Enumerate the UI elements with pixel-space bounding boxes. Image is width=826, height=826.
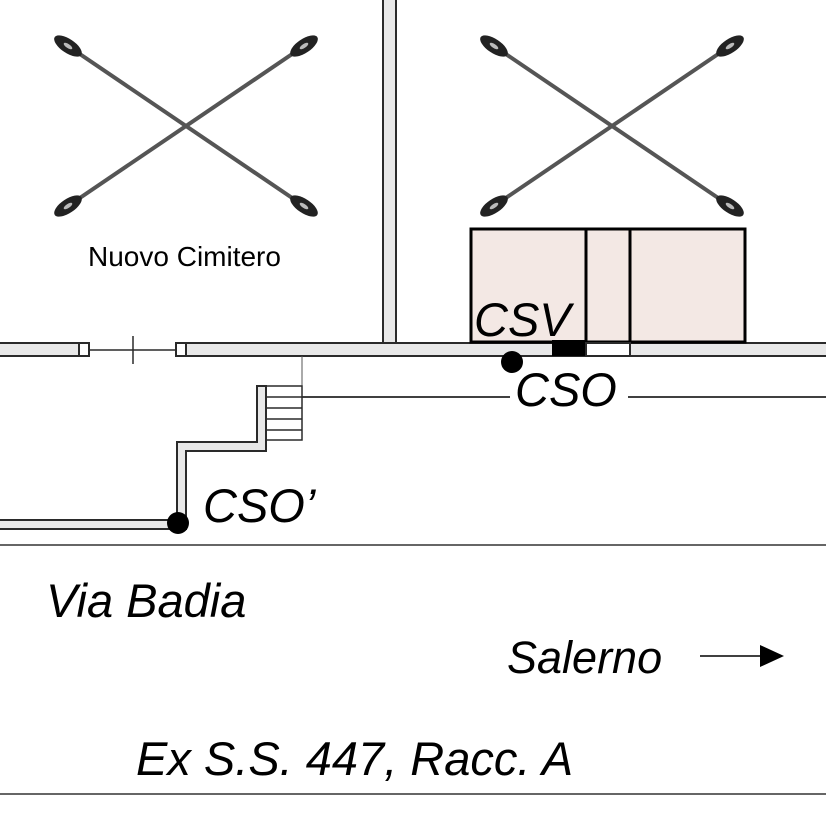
cso-prime-point: [167, 512, 189, 534]
cso-label: CSO: [515, 363, 617, 416]
cemetery-divider-wall: [382, 0, 397, 348]
cso-prime-label: CSO’: [203, 479, 317, 532]
csv-label: CSV: [474, 293, 574, 346]
crossed-bones-icon: [54, 35, 318, 217]
direction-label: Salerno: [507, 632, 662, 683]
wall-opening: [585, 342, 631, 357]
cemetery-label: Nuovo Cimitero: [88, 241, 281, 272]
gate: [78, 336, 187, 364]
street-label-ss447: Ex S.S. 447, Racc. A: [136, 732, 573, 785]
cso-point: [501, 351, 523, 373]
staircase: [265, 385, 303, 441]
retaining-wall: [0, 385, 267, 530]
crossed-bones-icon: [480, 35, 744, 217]
csv-marker: [552, 340, 586, 356]
arrow-right-icon: [700, 645, 784, 667]
cemetery-perimeter-wall-left: [0, 342, 80, 357]
street-label-via-badia: Via Badia: [46, 574, 246, 627]
